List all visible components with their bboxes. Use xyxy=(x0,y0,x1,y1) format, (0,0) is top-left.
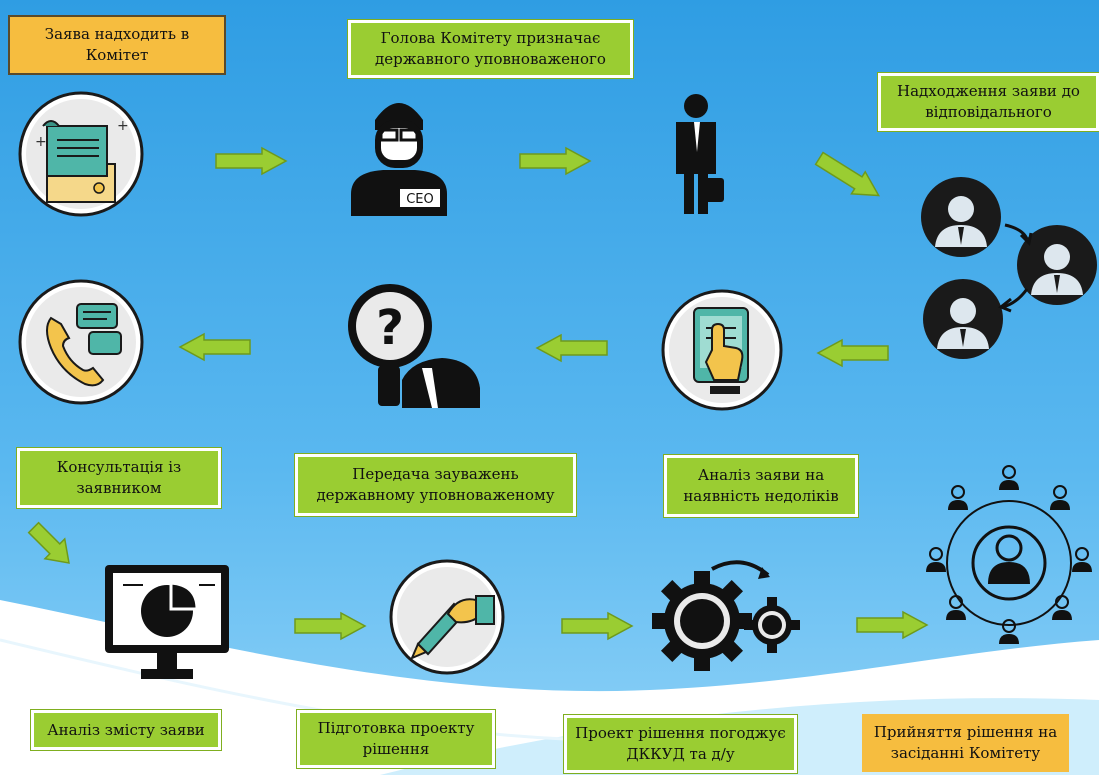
svg-text:+: + xyxy=(117,118,129,134)
step-forward-label: Надходження заяви до відповідального xyxy=(897,82,1080,121)
magnifier-question-icon: ? xyxy=(348,284,480,408)
monitor-pie-chart-icon xyxy=(105,565,229,679)
svg-text:CEO: CEO xyxy=(406,192,434,207)
phone-chat-icon xyxy=(18,279,144,405)
arrow-left-4 xyxy=(816,338,889,368)
tablet-hand-icon xyxy=(661,289,783,411)
svg-text:+: + xyxy=(35,134,47,150)
arrow-right-1 xyxy=(215,146,288,176)
arrow-right-8 xyxy=(294,611,367,641)
arrow-down-right-7 xyxy=(27,521,70,564)
arrow-right-2 xyxy=(519,146,592,176)
arrow-right-10 xyxy=(856,610,929,640)
step-decision-box: Прийняття рішення на засіданні Комітету xyxy=(862,714,1069,772)
arrow-down-right-3 xyxy=(814,151,881,197)
step-remarks-box: Передача зауважень державному уповноваже… xyxy=(295,454,576,516)
step-approve-box: Проект рішення погоджує ДККУД та д/у xyxy=(564,715,797,773)
step-content-box: Аналіз змісту заяви xyxy=(31,710,221,750)
businessman-icon xyxy=(676,94,724,214)
step-chairman-label: Голова Комітету призначає державного упо… xyxy=(375,29,606,68)
step-receipt-label: Заява надходить в Комітет xyxy=(44,25,190,64)
step-draft-label: Підготовка проекту рішення xyxy=(317,719,475,758)
network-people-icon xyxy=(925,465,1093,645)
step-defects-label: Аналіз заяви на наявність недоліків xyxy=(683,466,839,505)
ceo-icon: CEO xyxy=(351,103,447,216)
step-approve-label: Проект рішення погоджує ДККУД та д/у xyxy=(575,724,786,763)
gears-icon xyxy=(652,560,800,671)
people-flow-icon xyxy=(921,177,1097,359)
step-decision-label: Прийняття рішення на засіданні Комітету xyxy=(873,723,1058,762)
step-consult-label: Консультація із заявником xyxy=(56,458,182,497)
step-content-label: Аналіз змісту заяви xyxy=(47,720,205,739)
arrow-left-5 xyxy=(535,333,608,363)
step-forward-box: Надходження заяви до відповідального xyxy=(878,73,1099,131)
arrow-left-6 xyxy=(178,332,251,362)
step-defects-box: Аналіз заяви на наявність недоліків xyxy=(664,455,858,517)
step-chairman-box: Голова Комітету призначає державного упо… xyxy=(348,20,633,78)
step-receipt-box: Заява надходить в Комітет xyxy=(8,15,226,75)
document-icon: + + xyxy=(18,91,144,217)
arrow-right-9 xyxy=(561,611,634,641)
svg-text:?: ? xyxy=(376,300,404,356)
step-draft-box: Підготовка проекту рішення xyxy=(297,710,495,768)
pen-hand-icon xyxy=(389,559,505,675)
step-consult-box: Консультація із заявником xyxy=(17,448,221,508)
step-remarks-label: Передача зауважень державному уповноваже… xyxy=(316,465,555,504)
